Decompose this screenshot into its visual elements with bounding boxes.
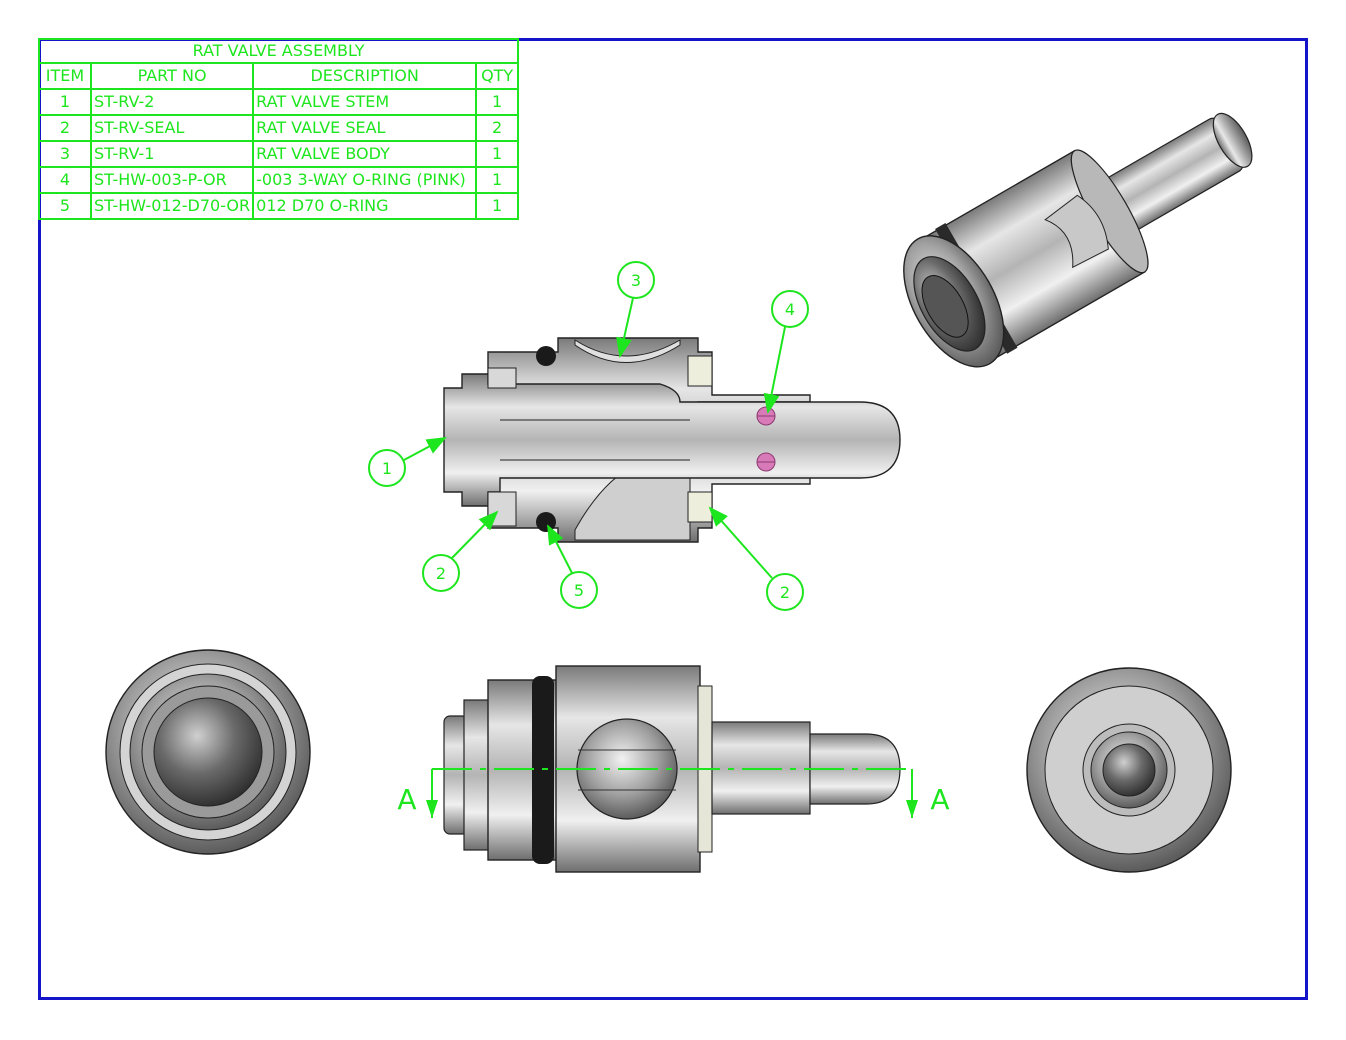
bom-header-qty: QTY bbox=[475, 62, 520, 90]
sheet-border bbox=[38, 38, 1308, 1000]
bom-cell-item: 1 bbox=[38, 88, 92, 116]
bom-row: 5 ST-HW-012-D70-OR 012 D70 O-RING 1 bbox=[38, 192, 520, 220]
balloon-1: 1 bbox=[368, 437, 447, 487]
bom-cell-qty: 1 bbox=[475, 88, 520, 116]
balloon-4: 4 bbox=[763, 290, 809, 414]
bom-cell-item: 2 bbox=[38, 114, 92, 142]
balloon-label: 2 bbox=[436, 564, 446, 583]
bom-cell-item: 4 bbox=[38, 166, 92, 194]
bom-row: 4 ST-HW-003-P-OR -003 3-WAY O-RING (PINK… bbox=[38, 166, 520, 194]
section-line-a-a: A A bbox=[397, 768, 950, 818]
balloon-5: 5 bbox=[547, 524, 598, 609]
bom-cell-desc: -003 3-WAY O-RING (PINK) bbox=[252, 166, 478, 194]
bom-title: RAT VALVE ASSEMBLY bbox=[37, 38, 520, 64]
balloon-label: 3 bbox=[631, 271, 641, 290]
balloon-label: 5 bbox=[574, 581, 584, 600]
bom-cell-part: ST-HW-012-D70-OR bbox=[89, 192, 255, 220]
section-label-right: A bbox=[930, 783, 949, 816]
section-view bbox=[443, 337, 901, 543]
bom-cell-desc: RAT VALVE STEM bbox=[252, 88, 478, 116]
balloon-label: 1 bbox=[382, 459, 392, 478]
bom-cell-part: ST-HW-003-P-OR bbox=[89, 166, 255, 194]
balloon-2-left: 2 bbox=[422, 510, 499, 592]
bom-cell-part: ST-RV-SEAL bbox=[89, 114, 255, 142]
bom-header-part: PART NO bbox=[89, 62, 255, 90]
bom-cell-item: 5 bbox=[38, 192, 92, 220]
balloon-label: 4 bbox=[785, 300, 795, 319]
bom-cell-qty: 1 bbox=[475, 192, 520, 220]
bom-cell-qty: 1 bbox=[475, 140, 520, 168]
balloon-label: 2 bbox=[780, 583, 790, 602]
bom-row: 2 ST-RV-SEAL RAT VALVE SEAL 2 bbox=[38, 114, 520, 142]
bom-cell-desc: RAT VALVE SEAL bbox=[252, 114, 478, 142]
bom-cell-part: ST-RV-1 bbox=[89, 140, 255, 168]
right-end-view bbox=[1026, 667, 1232, 873]
bill-of-materials: RAT VALVE ASSEMBLY ITEM PART NO DESCRIPT… bbox=[37, 38, 520, 220]
isometric-view bbox=[903, 112, 1253, 368]
left-end-view bbox=[105, 649, 311, 855]
bom-header-item: ITEM bbox=[38, 62, 92, 90]
bom-row: 1 ST-RV-2 RAT VALVE STEM 1 bbox=[38, 88, 520, 116]
section-label-left: A bbox=[397, 783, 416, 816]
bom-cell-qty: 2 bbox=[475, 114, 520, 142]
bom-cell-desc: RAT VALVE BODY bbox=[252, 140, 478, 168]
bom-cell-qty: 1 bbox=[475, 166, 520, 194]
bom-cell-desc: 012 D70 O-RING bbox=[252, 192, 478, 220]
balloon-3: 3 bbox=[616, 261, 655, 358]
bom-header-desc: DESCRIPTION bbox=[252, 62, 478, 90]
balloon-2-right: 2 bbox=[708, 506, 804, 611]
bom-cell-part: ST-RV-2 bbox=[89, 88, 255, 116]
bom-row: 3 ST-RV-1 RAT VALVE BODY 1 bbox=[38, 140, 520, 168]
bom-cell-item: 3 bbox=[38, 140, 92, 168]
